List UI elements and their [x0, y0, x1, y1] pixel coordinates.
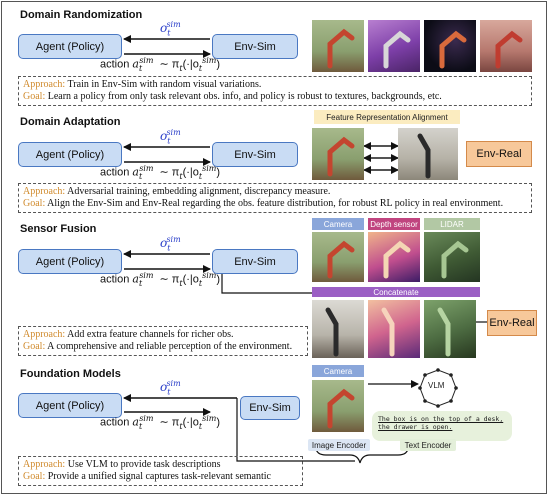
image-encoder-box: Image Encoder — [308, 439, 370, 451]
obs-symbol: otsim — [160, 128, 181, 146]
agent-policy-box: Agent (Policy) — [18, 34, 122, 59]
obs-symbol: otsim — [160, 20, 181, 38]
agent-policy-box: Agent (Policy) — [18, 249, 122, 274]
depth-sensor-tag: Depth sensor — [368, 218, 420, 230]
approach-goal-note-4: Approach: Use VLM to provide task descri… — [18, 456, 303, 486]
action-formula: action atsim ∼ πt(·|otsim) — [100, 271, 221, 288]
sim-render — [312, 128, 364, 180]
concatenate-bar: Concatenate — [312, 287, 480, 297]
camera-tag: Camera — [312, 218, 364, 230]
randomized-render-3 — [424, 20, 476, 72]
section-title-domain-adaptation: Domain Adaptation — [20, 116, 121, 128]
approach-goal-note-3: Approach: Add extra feature channels for… — [18, 326, 308, 356]
camera-render — [312, 380, 364, 432]
approach-goal-note-1: Approach: Train in Env-Sim with random v… — [18, 76, 532, 106]
action-formula: action atsim ∼ πt(·|otsim) — [100, 164, 221, 181]
camera-tag: Camera — [312, 365, 364, 377]
lidar-tag: LIDAR — [424, 218, 480, 230]
randomized-render-2 — [368, 20, 420, 72]
obs-symbol: otsim — [160, 235, 181, 253]
depth-render — [368, 232, 420, 282]
agent-policy-box: Agent (Policy) — [18, 142, 122, 167]
vlm-label: VLM — [428, 381, 445, 390]
vlm-description-bubble: The box is on the top of a desk, the dra… — [372, 411, 512, 441]
vlm-icon — [418, 368, 458, 408]
agent-policy-box: Agent (Policy) — [18, 393, 122, 418]
section-title-foundation-models: Foundation Models — [20, 368, 121, 380]
obs-symbol: otsim — [160, 379, 181, 397]
section-title-sensor-fusion: Sensor Fusion — [20, 223, 97, 235]
lidar-render — [424, 232, 480, 282]
approach-goal-note-2: Approach: Adversarial training, embeddin… — [18, 183, 532, 213]
merge-brace — [315, 446, 409, 464]
env-real-box: Env-Real — [487, 310, 537, 336]
env-sim-box: Env-Sim — [212, 142, 298, 167]
env-real-box: Env-Real — [466, 141, 532, 167]
randomized-render-4 — [480, 20, 532, 72]
env-sim-box: Env-Sim — [212, 34, 298, 59]
action-formula: action atsim ∼ πt(·|otsim) — [100, 56, 221, 73]
camera-render — [312, 232, 364, 282]
text-encoder-box: Text Encoder — [400, 439, 456, 451]
env-sim-box: Env-Sim — [240, 396, 300, 420]
env-sim-box: Env-Sim — [212, 249, 298, 274]
section-title-domain-randomization: Domain Randomization — [20, 9, 143, 21]
feature-alignment-bar: Feature Representation Alignment — [314, 110, 460, 124]
action-formula: action atsim ∼ πt(·|otsim) — [100, 414, 221, 431]
randomized-render-1 — [312, 20, 364, 72]
